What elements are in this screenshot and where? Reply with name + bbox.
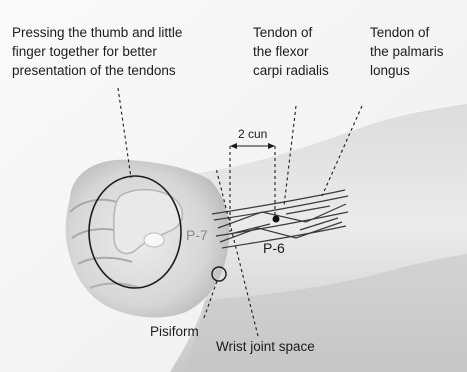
pisiform-label: Pisiform (150, 324, 199, 339)
flexor-tendon-label-line2: the flexor (253, 44, 309, 59)
palmaris-tendon-label-line2: the palmaris (370, 44, 444, 59)
flexor-tendon-label-line3: carpi radialis (253, 63, 329, 78)
thumb-annotation-line1: Pressing the thumb and little (12, 25, 182, 40)
wrist-joint-label: Wrist joint space (216, 339, 315, 354)
palmaris-tendon-label-line3: longus (370, 63, 410, 78)
p7-label: P-7 (186, 227, 208, 243)
thumb-annotation-line3: presentation of the tendons (12, 63, 176, 78)
p6-point (273, 216, 280, 223)
thumb-annotation-line2: finger together for better (12, 44, 157, 59)
distance-label: 2 cun (238, 127, 267, 141)
p6-label: P-6 (263, 240, 285, 256)
thumbnail (144, 233, 164, 247)
palmaris-tendon-label-line1: Tendon of (370, 25, 430, 40)
flexor-tendon-label-line1: Tendon of (253, 25, 313, 40)
